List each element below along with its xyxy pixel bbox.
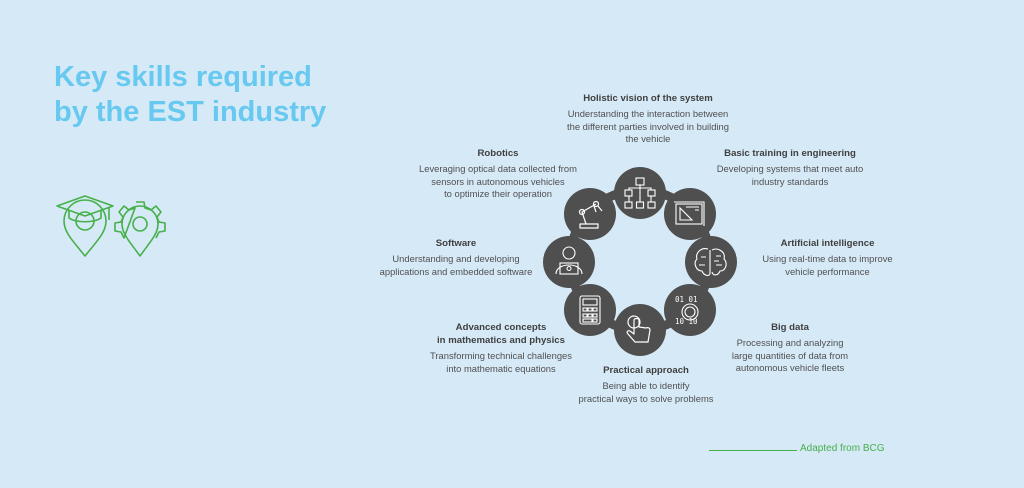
skill-engineering: Basic training in engineering Developing… [700,147,880,188]
calculator-icon [564,284,616,336]
touch-hand-icon [614,304,666,356]
skill-engineering-title: Basic training in engineering [724,148,856,159]
page-title-line-1: Key skills required [54,61,312,93]
page-title: Key skills required by the EST industry [54,60,354,130]
graduation-cap-pin-icon [56,195,114,257]
skills-diagram: 01 01 10 10 [360,66,920,416]
skill-math-desc: Transforming technical challenges into m… [430,350,572,374]
skill-robotics: Robotics Leveraging optical data collect… [398,147,598,201]
skill-bigdata-title: Big data [771,322,809,333]
skill-holistic-title: Holistic vision of the system [583,93,713,104]
skill-software-desc: Understanding and developing application… [379,253,533,277]
svg-text:10 10: 10 10 [675,317,698,326]
source-credit: Adapted from BCG [800,443,885,454]
skills-wheel: 01 01 10 10 [543,167,737,356]
skills-logo [56,195,166,257]
gear-pin-icon [114,201,166,257]
skill-ai-desc: Using real-time data to improve vehicle … [762,253,893,277]
skill-practical-desc: Being able to identify practical ways to… [578,380,714,404]
page-title-line-2: by the EST industry [54,96,327,128]
credit-divider [709,450,797,451]
skill-robotics-desc: Leveraging optical data collected from s… [419,163,577,199]
skill-bigdata-desc: Processing and analyzing large quantitie… [731,337,849,373]
skill-ai: Artificial intelligence Using real-time … [740,237,915,278]
skill-ai-title: Artificial intelligence [780,238,875,249]
brain-icon [685,236,737,288]
skill-software: Software Understanding and developing ap… [360,237,552,278]
skill-math-title: Advanced concepts in mathematics and phy… [437,322,565,346]
developer-laptop-icon [543,236,595,288]
blueprint-icon [664,188,716,240]
binary-data-icon: 01 01 10 10 [664,284,716,336]
skill-math: Advanced concepts in mathematics and phy… [416,321,586,375]
skill-holistic-desc: Understanding the interaction between th… [567,108,729,144]
robot-arm-icon [564,188,616,240]
network-icon [614,167,666,219]
skill-holistic: Holistic vision of the system Understand… [538,92,758,146]
skill-software-title: Software [435,238,477,249]
skill-engineering-desc: Developing systems that meet auto indust… [716,163,864,187]
skill-bigdata: Big data Processing and analyzing large … [710,321,870,375]
skill-practical: Practical approach Being able to identif… [556,364,736,405]
skill-practical-title: Practical approach [603,365,689,376]
svg-text:01 01: 01 01 [675,295,698,304]
skill-robotics-title: Robotics [477,148,519,159]
